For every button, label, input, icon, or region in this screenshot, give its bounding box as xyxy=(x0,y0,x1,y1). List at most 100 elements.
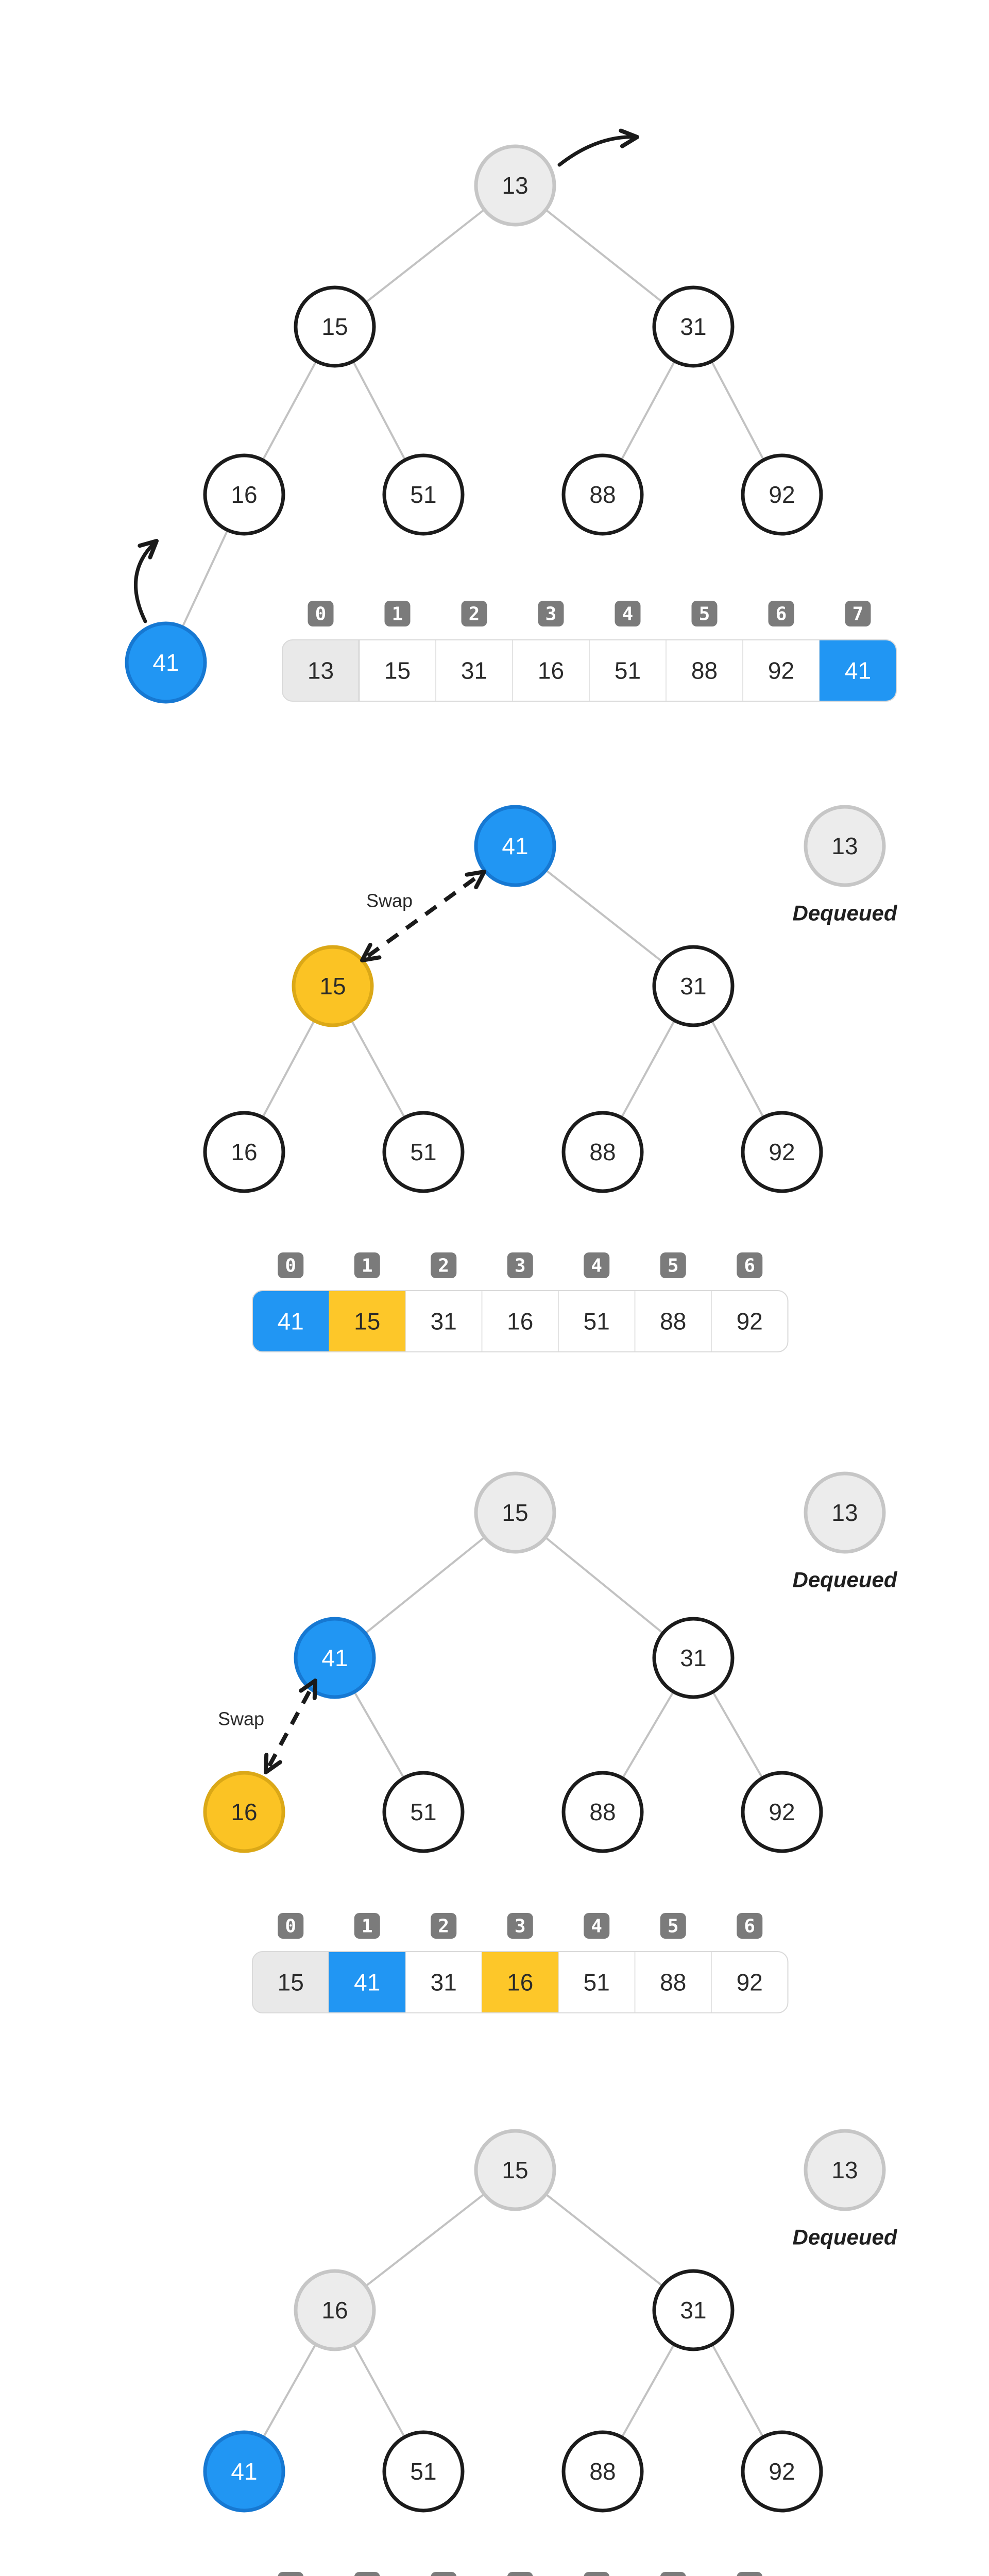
tree-node-value: 16 xyxy=(231,481,257,508)
array-index-badge-box xyxy=(461,601,487,626)
tree-node-circle xyxy=(741,1771,823,1853)
array-index-label: 4 xyxy=(591,2575,602,2576)
tree-node-16: 16 xyxy=(294,2269,376,2351)
tree-node-51: 51 xyxy=(382,1771,465,1853)
tree-node-value: 51 xyxy=(410,1799,436,1825)
tree-node-circle xyxy=(474,1471,556,1554)
array-index-badge-box xyxy=(507,2572,533,2576)
tree-node-circle xyxy=(561,1111,644,1193)
tree-node-circle xyxy=(294,1617,376,1699)
array-index-label: 1 xyxy=(392,604,403,625)
array-cell-value: 51 xyxy=(584,1308,610,1335)
array-index-badge: 2 xyxy=(461,601,487,626)
array-index-badge: 4 xyxy=(615,601,641,626)
array-index-badge-box xyxy=(660,1913,686,1939)
tree-node-value: 51 xyxy=(410,481,436,508)
tree-node-value: 88 xyxy=(589,1799,616,1825)
array-cell-highlight-15 xyxy=(252,1952,330,2013)
array-index-badge-box xyxy=(354,1913,380,1939)
array-cell-value: 41 xyxy=(354,1969,380,1996)
array-index-badge-box xyxy=(737,1913,763,1939)
array-index-label: 0 xyxy=(285,1916,296,1937)
array-cell-value: 88 xyxy=(691,657,718,684)
dequeued-node-circle xyxy=(804,805,886,887)
array-index-label: 0 xyxy=(315,604,327,625)
array-cell-highlight-41 xyxy=(252,1291,329,1352)
dequeue-arrow-head xyxy=(619,128,639,148)
array-index-badge: 4 xyxy=(584,2572,610,2576)
heap-array-border xyxy=(252,1951,789,2013)
dequeue-arrow xyxy=(557,128,639,167)
tree-node-51: 51 xyxy=(382,453,465,536)
tree-node-circle xyxy=(652,1617,735,1699)
tree-node-value: 15 xyxy=(502,2157,528,2183)
tree-node-88: 88 xyxy=(561,2430,644,2513)
tree-node-value: 31 xyxy=(680,313,706,340)
tree-node-circle xyxy=(561,2430,644,2513)
array-index-label: 4 xyxy=(622,604,634,625)
tree-node-circle xyxy=(652,2269,735,2351)
sift-up-arrow-head xyxy=(138,539,159,560)
swap-arrowhead-down xyxy=(264,1753,282,1774)
tree-node-circle xyxy=(474,144,556,227)
tree-node-value: 41 xyxy=(502,833,528,859)
array-index-badge-box xyxy=(354,1252,380,1278)
array-cell-value: 51 xyxy=(615,657,641,684)
array-index-badge: 3 xyxy=(538,601,564,626)
array-index-badge-box xyxy=(507,1913,533,1939)
array-index-badge-box xyxy=(278,1913,304,1939)
array-index-label: 1 xyxy=(362,1916,373,1937)
array-index-badge: 2 xyxy=(431,1252,457,1278)
tree-node-circle xyxy=(294,2269,376,2351)
swap-arrow xyxy=(360,870,486,962)
array-index-label: 6 xyxy=(744,1256,755,1277)
dequeued-node-value: 13 xyxy=(831,1499,858,1526)
array-index-label: 5 xyxy=(668,1256,679,1277)
array-cell-value: 13 xyxy=(308,657,334,684)
array-index-label: 2 xyxy=(438,2575,449,2576)
array-cell-value: 31 xyxy=(431,1308,457,1335)
tree-node-circle xyxy=(561,453,644,536)
dequeued-node-circle xyxy=(804,1471,886,1554)
tree-node-16: 16 xyxy=(203,1771,285,1853)
tree-node-value: 88 xyxy=(589,481,616,508)
tree-node-value: 31 xyxy=(680,973,706,999)
dequeued-node-value: 13 xyxy=(831,2157,858,2183)
tree-node-51: 51 xyxy=(382,1111,465,1193)
tree-node-88: 88 xyxy=(561,453,644,536)
tree-node-circle xyxy=(382,453,465,536)
swap-arrowhead-down xyxy=(360,942,382,962)
array-index-badge-box xyxy=(768,601,794,626)
array-index-badge: 1 xyxy=(354,1252,380,1278)
array-index-badge-box xyxy=(278,2572,304,2576)
array-index-label: 5 xyxy=(668,2575,679,2576)
array-index-badge-box xyxy=(584,1252,610,1278)
array-cell-value: 92 xyxy=(737,1969,763,1996)
tree-node-circle xyxy=(561,1771,644,1853)
array-index-badge: 6 xyxy=(768,601,794,626)
heap-array-border xyxy=(252,1290,789,1352)
array-cell-value: 41 xyxy=(845,657,871,684)
array-cell-value: 92 xyxy=(768,657,794,684)
array-index-badge-box xyxy=(384,601,411,626)
tree-node-31: 31 xyxy=(652,285,735,368)
array-index-badge-box xyxy=(507,1252,533,1278)
array-index-badge: 0 xyxy=(278,1913,304,1939)
tree-node-31: 31 xyxy=(652,945,735,1027)
swap-arrow xyxy=(264,1679,317,1774)
tree-node-value: 31 xyxy=(680,2297,706,2324)
array-index-label: 3 xyxy=(515,2575,526,2576)
tree-node-circle xyxy=(203,1111,285,1193)
tree-node-15: 15 xyxy=(294,285,376,368)
tree-node-41: 41 xyxy=(294,1617,376,1699)
tree-node-circle xyxy=(125,621,207,704)
tree-node-value: 41 xyxy=(231,2458,257,2485)
tree-node-value: 31 xyxy=(680,1645,706,1671)
array-cell-value: 51 xyxy=(584,1969,610,1996)
array-index-label: 0 xyxy=(285,1256,296,1277)
array-index-label: 2 xyxy=(438,1916,449,1937)
tree-node-value: 41 xyxy=(321,1645,348,1671)
array-index-badge: 3 xyxy=(507,1913,533,1939)
